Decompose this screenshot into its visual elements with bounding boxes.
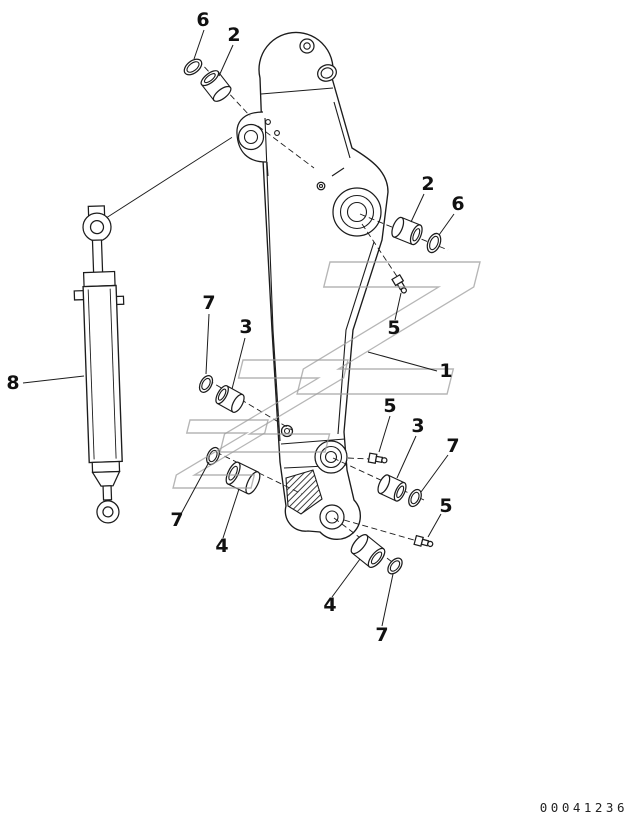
cylinder-rod-eye-bore — [89, 219, 105, 235]
arm-flange-bore-inner — [243, 129, 259, 145]
callout-3-upper-left: 3 — [239, 316, 252, 338]
cylinder-to-arm-line — [104, 136, 233, 220]
callout-leader-lines — [22, 29, 455, 627]
callout-7-lower-left: 7 — [170, 509, 183, 531]
cylinder-barrel-line-left — [87, 289, 95, 460]
arm-foot-bracket — [285, 469, 323, 515]
callout-6-top: 6 — [196, 9, 209, 31]
arm-lower-boss — [314, 440, 348, 474]
callout-4-bottom: 4 — [323, 594, 336, 616]
arm-top-hole — [299, 38, 315, 54]
excavator-arm — [236, 31, 389, 541]
arm-flange-bolt-1 — [265, 119, 271, 125]
callout-5-upper: 5 — [387, 317, 400, 339]
bushing-part3-mid-right — [377, 474, 407, 502]
callout-7-mid-right: 7 — [446, 435, 459, 457]
bushing-part3-upper-left — [215, 384, 245, 414]
callout-3-mid: 3 — [411, 415, 424, 437]
snap-ring-part7-bottom — [387, 557, 403, 575]
arm-top-hole-bore — [303, 42, 311, 50]
arm-flange-bore — [237, 123, 265, 151]
cylinder-bottom-stub — [102, 485, 113, 501]
grease-fitting-part5-upper — [391, 273, 407, 294]
cylinder-head — [82, 270, 116, 288]
arm-grease-point — [316, 181, 326, 191]
arm-foot-bore — [319, 504, 345, 530]
callout-4-lower-left: 4 — [215, 535, 228, 557]
callout-7-upper-left: 7 — [202, 292, 215, 314]
callout-1-arm: 1 — [439, 360, 452, 382]
callout-2-right: 2 — [421, 173, 434, 195]
grease-fitting-part5-bottom — [413, 534, 434, 548]
callout-2-top: 2 — [227, 24, 240, 46]
watermark-logo — [172, 261, 481, 489]
bushing-part2-top — [200, 70, 232, 102]
drawing-number: 00041236 — [540, 800, 628, 815]
bushing-part2-right — [391, 216, 423, 246]
cylinder-bottom-eye-bore — [102, 506, 114, 518]
arm-upper-boss — [332, 187, 382, 237]
callout-7-bottom: 7 — [375, 624, 388, 646]
callout-labels: 6 2 2 6 5 1 7 3 8 5 3 7 7 4 5 4 7 — [6, 9, 464, 646]
arm-mid-bore — [280, 424, 294, 438]
arm-internal-lines — [260, 87, 375, 469]
arm-flange-bolt-2 — [274, 130, 280, 136]
cylinder-bottom-taper — [91, 470, 121, 487]
callout-6-right: 6 — [451, 193, 464, 215]
cylinder-rod — [91, 239, 104, 275]
snap-ring-part7-mid-right — [408, 488, 422, 508]
arm-foot-bore-inner — [325, 510, 339, 524]
bushing-part4-lower-left — [225, 461, 261, 495]
snap-ring-part7-upper-left — [198, 375, 214, 393]
callout-5-bottom: 5 — [439, 495, 452, 517]
grease-fitting-part5-mid — [367, 452, 388, 464]
cylinder-bottom-cap — [91, 460, 121, 474]
callout-8-cylinder: 8 — [6, 372, 19, 394]
callout-5-mid: 5 — [383, 395, 396, 417]
snap-ring-part6-right — [426, 232, 442, 254]
hydraulic-cylinder — [73, 136, 233, 524]
arm-assembly-drawing — [73, 31, 389, 541]
bushing-part4-bottom — [350, 533, 386, 569]
arm-top-ring-detail — [317, 64, 337, 82]
arm-grease-point-inner — [318, 183, 324, 189]
snap-ring-part6-top — [183, 58, 203, 76]
cylinder-barrel-line-right — [109, 288, 117, 459]
